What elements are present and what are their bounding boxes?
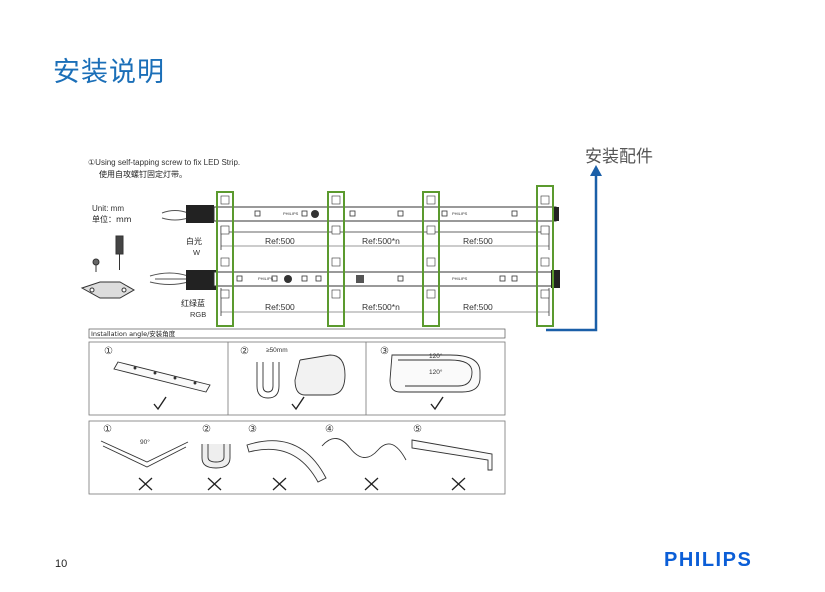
installation-angle-header: Installation angle/安装角度 — [91, 329, 176, 338]
unit-zh-text: 单位：mm — [92, 214, 132, 224]
white-label-en: W — [193, 248, 201, 257]
strip-brand-mark-3: PHILIPS — [258, 276, 274, 281]
dim-ref-2: Ref:500 — [463, 236, 493, 246]
ok-mark-3: ③ — [380, 346, 389, 357]
strip-brand-mark-4: PHILIPS — [452, 276, 468, 281]
ok-mark-1: ① — [104, 346, 113, 357]
bad-mark-4: ④ — [325, 424, 334, 435]
rgb-label-en: RGB — [190, 310, 206, 319]
angle-90-label: 90° — [140, 438, 150, 446]
screw-icon — [92, 258, 100, 272]
bad-mark-1: ① — [103, 424, 112, 435]
unit-en-text: Unit: mm — [92, 204, 124, 213]
dim-ref-n-2: Ref:500*n — [362, 302, 400, 312]
cross-icons — [138, 477, 466, 491]
dim-ref-3: Ref:500 — [265, 302, 295, 312]
arrow-head-icon — [590, 165, 602, 176]
dim-50mm-label: ≥50mm — [266, 347, 288, 354]
angle-120-label-b: 120° — [429, 368, 443, 376]
step1-en-text: ①Using self-tapping screw to fix LED Str… — [88, 158, 240, 167]
clip-markers — [216, 185, 554, 327]
philips-logo: PHILIPS — [664, 549, 753, 571]
angle-120-label-a: 120° — [429, 352, 443, 360]
dim-ref-n-1: Ref:500*n — [362, 236, 400, 246]
accessories-callout-label: 安装配件 — [585, 147, 653, 167]
ok-panel — [88, 341, 506, 416]
mounting-clip-icon — [80, 281, 136, 299]
bad-mark-5: ⑤ — [413, 424, 422, 435]
white-led-strip: PHILIPS PHILIPS — [161, 205, 559, 250]
check-icons — [153, 396, 444, 411]
ok-mark-2: ② — [240, 346, 249, 357]
screwdriver-icon — [115, 235, 124, 270]
rgb-led-strip: PHILIPS PHILIPS — [149, 270, 560, 316]
step1-zh-text: 使用自攻螺钉固定灯带。 — [99, 169, 187, 179]
page-number: 10 — [55, 558, 68, 570]
page-title: 安装说明 — [53, 57, 165, 88]
dim-ref-4: Ref:500 — [463, 302, 493, 312]
bad-mark-3: ③ — [248, 424, 257, 435]
white-label-zh: 白光 — [186, 236, 202, 246]
bad-mark-2: ② — [202, 424, 211, 435]
callout-arrow — [546, 173, 598, 332]
rgb-label-zh: 红绿蓝 — [181, 298, 205, 308]
strip-brand-mark: PHILIPS — [283, 211, 299, 216]
dim-ref-1: Ref:500 — [265, 236, 295, 246]
not-ok-panel — [88, 420, 506, 495]
strip-brand-mark-2: PHILIPS — [452, 211, 468, 216]
